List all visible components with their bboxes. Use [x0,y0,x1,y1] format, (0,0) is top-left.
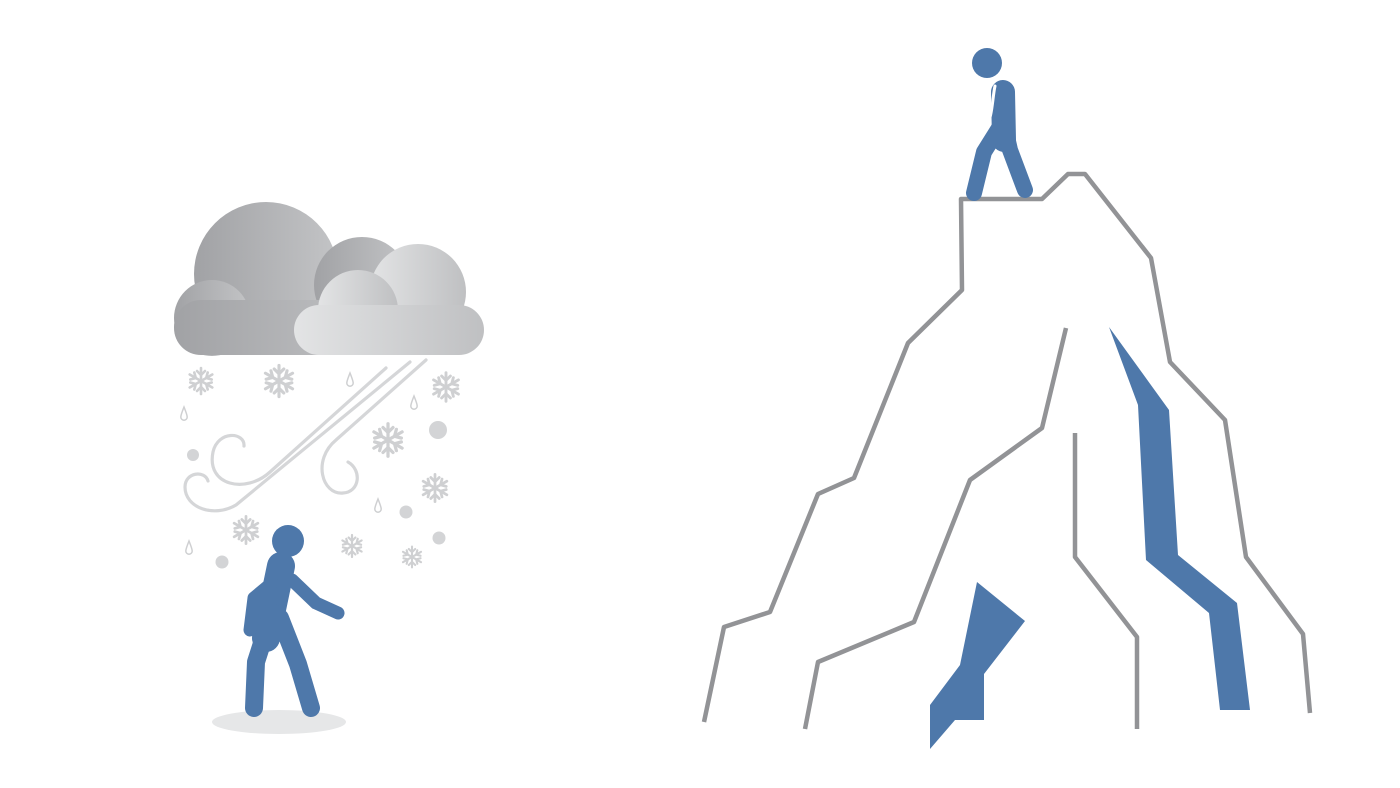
front-cloud [294,244,484,355]
wind-gust-icon [183,358,428,513]
mountain-icon [701,171,1313,749]
summit-person-icon [966,48,1033,201]
walking-person-icon [212,525,346,734]
storm-cloud-icon [174,202,484,356]
hail-icon [187,421,447,569]
snowflake-icon [188,363,460,569]
ground-shadow [212,710,346,734]
